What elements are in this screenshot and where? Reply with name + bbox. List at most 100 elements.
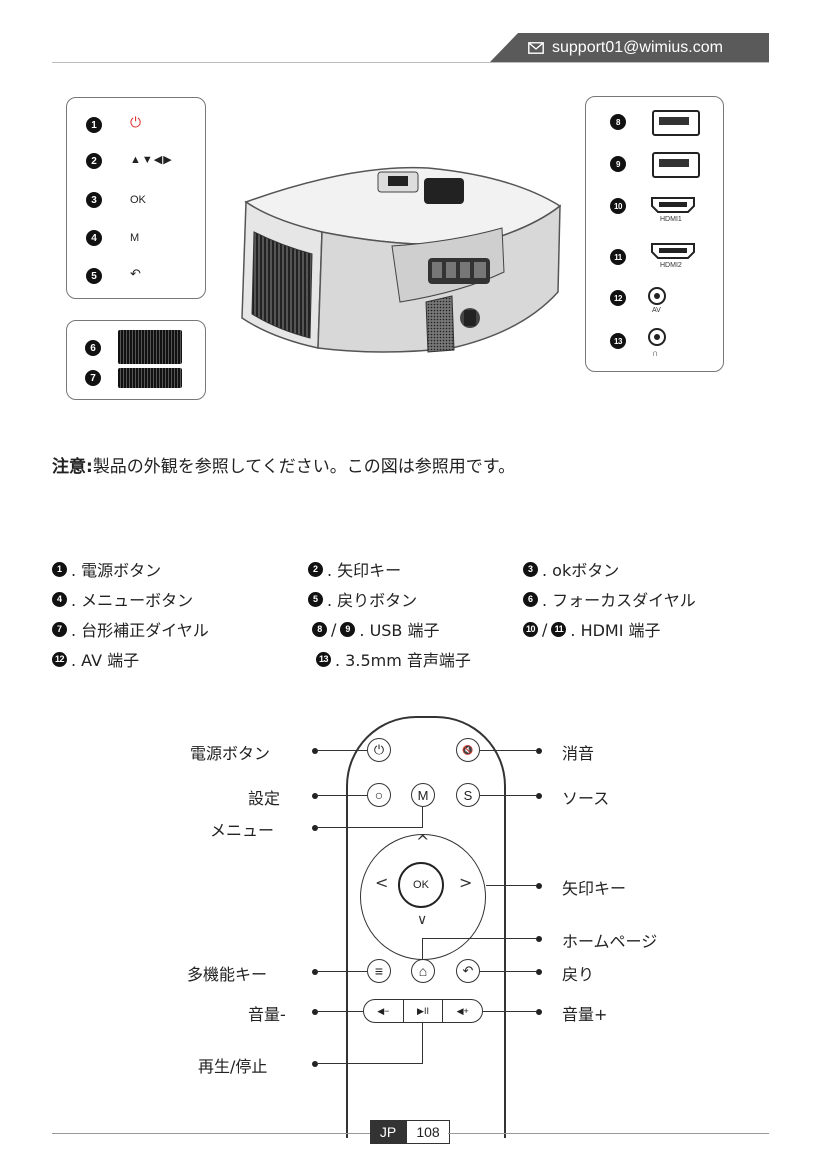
legend-item: 10/11. HDMI 端子 [523,617,661,641]
note-prefix: 注意: [52,457,93,477]
callout-number: 12 [610,290,626,306]
legend-item: 5. 戻りボタン [308,587,417,611]
callout-dot [312,969,318,975]
hdmi-port-icon [651,197,695,213]
header-contact: support01@wimius.com [528,36,723,60]
legend-item: 12. AV 端子 [52,647,139,671]
callout-number: 5 [86,268,102,284]
callout-number: 2 [308,561,323,577]
remote-volume-bar: ◀− ▶II ◀+ [363,999,483,1023]
remote-source-button[interactable]: S [456,783,480,807]
legend-text: . フォーカスダイヤル [542,591,696,610]
callout-dot [536,748,542,754]
callout-number: 12 [52,651,67,667]
callout-number: 3 [86,192,102,208]
label-mute: 消音 [562,744,595,763]
av-label: AV [652,307,661,314]
legend-text: . 台形補正ダイヤル [71,621,209,640]
legend-separator: / [331,619,337,639]
callout-number: 3 [523,561,538,577]
remote-right-button[interactable]: > [459,873,473,892]
legend-text: . AV 端子 [71,651,140,670]
remote-left-button[interactable]: < [375,873,389,892]
audio-jack-label: ∩ [652,348,659,358]
header-tab [490,33,769,62]
hdmi2-label: HDMI2 [660,262,682,269]
callout-line [483,1011,536,1013]
footer-rule-right [448,1133,769,1134]
remote-menu-button[interactable]: M [411,783,435,807]
callout-line [486,885,536,887]
callout-dot [312,748,318,754]
arrow-keys-symbol: ▲▼◀▶ [130,154,173,166]
projector-illustration [241,166,562,353]
remote-back-button[interactable]: ↶ [456,959,480,983]
label-volume-up: 音量+ [562,1005,608,1024]
hdmi1-label: HDMI1 [660,216,682,223]
remote-volume-up-button[interactable]: ◀+ [442,1000,482,1022]
legend-text: . 戻りボタン [327,591,418,610]
callout-number: 6 [85,340,101,356]
back-symbol: ↶ [130,266,141,281]
callout-number: 11 [551,621,567,637]
callout-number: 8 [610,114,626,130]
focus-dial [118,330,182,364]
usb-port-icon [652,152,700,178]
legend-item: 1. 電源ボタン [52,557,161,581]
callout-number: 4 [52,591,67,607]
callout-number: 10 [523,621,538,637]
remote-home-button[interactable]: ⌂ [411,959,435,983]
callout-number: 11 [610,249,626,265]
power-symbol: ⏻ [130,115,142,131]
mail-icon [528,42,544,54]
remote-multifunction-button[interactable]: ≡ [367,959,391,983]
usb-port-icon [652,110,700,136]
legend-text: . okボタン [542,561,620,580]
footer-language: JP [370,1120,406,1144]
label-volume-down: 音量- [248,1005,286,1024]
callout-line [422,1023,424,1063]
callout-number: 1 [86,117,102,133]
callout-number: 7 [85,370,101,386]
label-power: 電源ボタン [190,744,271,763]
callout-dot [312,793,318,799]
remote-ok-button[interactable]: OK [398,862,444,908]
callout-number: 6 [523,591,538,607]
label-menu: メニュー [210,821,275,840]
remote-settings-button[interactable]: ○ [367,783,391,807]
legend-item: 13. 3.5mm 音声端子 [316,647,471,671]
legend-text: . 電源ボタン [71,561,162,580]
legend-item: 2. 矢印キー [308,557,401,581]
header-rule [52,62,769,63]
label-home: ホームページ [562,932,658,951]
footer-page-number: 108 [406,1120,450,1144]
keystone-dial [118,368,182,388]
callout-number: 7 [52,621,67,637]
callout-number: 9 [610,156,626,172]
remote-play-pause-button[interactable]: ▶II [402,1000,443,1022]
legend-item: 4. メニューボタン [52,587,193,611]
callout-line [316,1011,363,1013]
legend-item: 8/9. USB 端子 [312,617,440,641]
remote-volume-down-button[interactable]: ◀− [377,1005,390,1016]
callout-number: 13 [316,651,331,667]
menu-label: M [130,232,140,244]
remote-down-button[interactable]: ∨ [417,912,428,928]
hdmi-port-icon [651,243,695,259]
callout-line [480,750,536,752]
callout-number: 2 [86,153,102,169]
callout-line [480,971,536,973]
callout-line [316,795,367,797]
remote-power-button[interactable]: ⏻ [367,738,391,762]
legend-text: . USB 端子 [359,621,440,640]
callout-dot [536,969,542,975]
legend-item: 3. okボタン [523,557,619,581]
remote-mute-button[interactable]: 🔇 [456,738,480,762]
footer-rule-left [52,1133,370,1134]
ports-panel [585,96,724,372]
callout-dot [312,1009,318,1015]
callout-dot [312,825,318,831]
remote-up-button[interactable]: ^ [416,832,430,851]
callout-dot [536,883,542,889]
legend-separator: / [542,619,548,639]
